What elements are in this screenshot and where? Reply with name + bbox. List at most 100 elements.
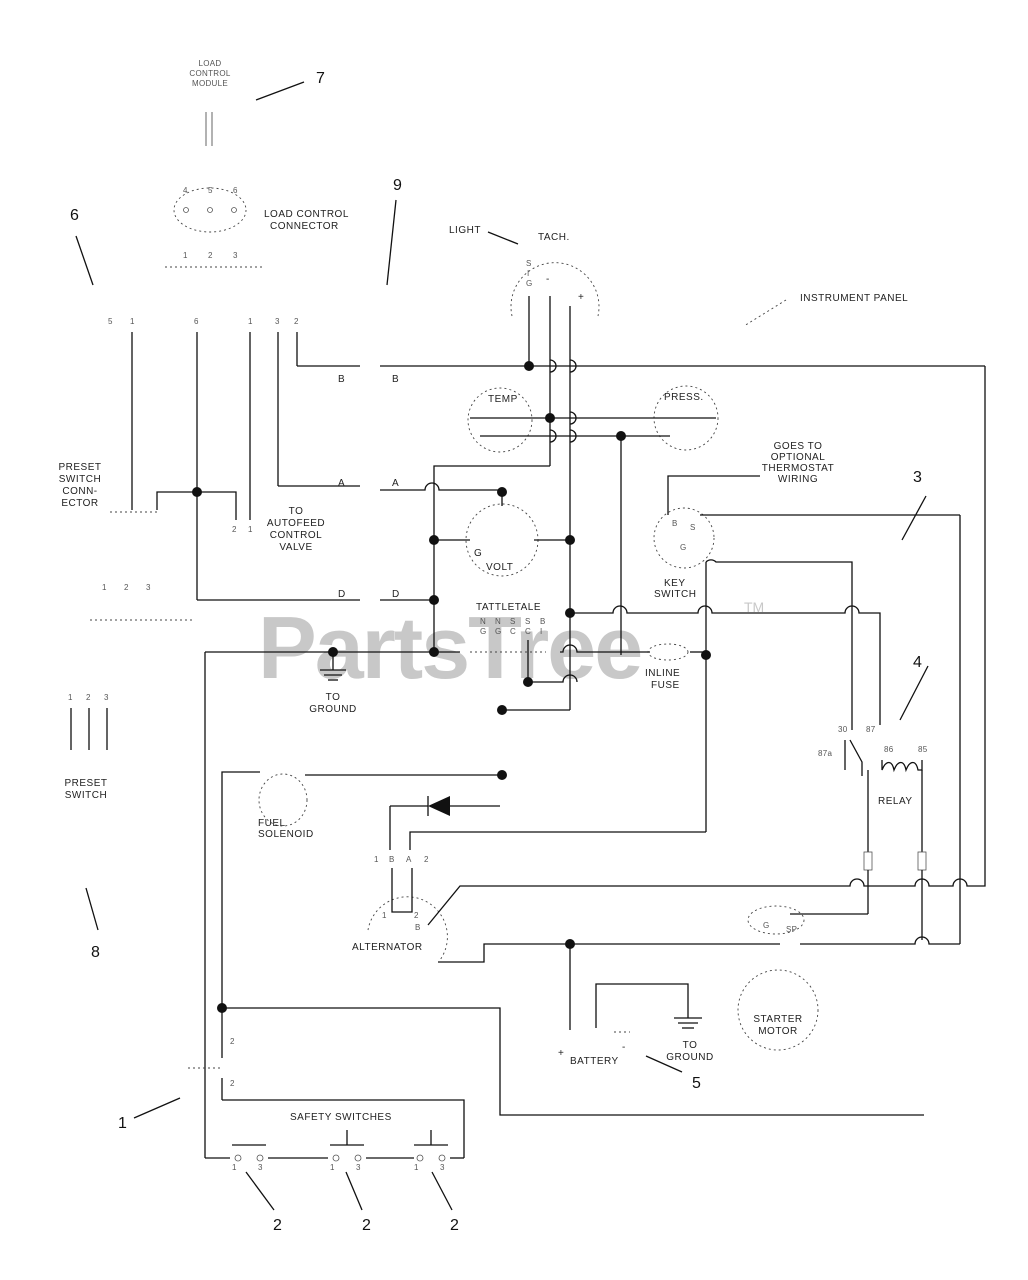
svg-text:OPTIONAL: OPTIONAL <box>771 452 826 463</box>
svg-text:1: 1 <box>68 693 73 702</box>
callout-leader-9 <box>85 887 99 931</box>
svg-text:BATTERY: BATTERY <box>570 1056 619 1067</box>
svg-text:THERMOSTAT: THERMOSTAT <box>762 463 834 474</box>
svg-text:TO: TO <box>326 692 341 703</box>
svg-text:2: 2 <box>232 525 237 534</box>
svg-text:PRESET: PRESET <box>64 778 107 789</box>
svg-text:5: 5 <box>208 186 213 195</box>
inline-fuse: INLINE FUSE <box>645 643 689 691</box>
callout-9: 8 <box>91 944 100 961</box>
callout-2b: 2 <box>362 1217 371 1234</box>
svg-text:TACH.: TACH. <box>538 232 570 243</box>
svg-text:ALTERNATOR: ALTERNATOR <box>352 942 423 953</box>
svg-text:GROUND: GROUND <box>309 704 356 715</box>
svg-text:1: 1 <box>414 1163 419 1172</box>
callout-leader-4 <box>899 665 929 721</box>
junction-dots <box>217 361 711 1013</box>
svg-text:C: C <box>510 627 516 636</box>
callout-7: 9 <box>393 177 402 194</box>
svg-text:3: 3 <box>146 583 151 592</box>
svg-text:87a: 87a <box>818 749 832 758</box>
callout-5: 5 <box>692 1075 701 1092</box>
svg-text:B: B <box>338 374 345 385</box>
callout-leader-3 <box>901 495 927 541</box>
svg-text:3: 3 <box>440 1163 445 1172</box>
svg-text:2: 2 <box>414 911 419 920</box>
svg-text:STARTER: STARTER <box>753 1014 802 1025</box>
svg-text:B: B <box>540 617 546 626</box>
thermostat-note: GOES TO OPTIONAL THERMOSTAT WIRING <box>762 441 834 485</box>
ground-symbol-battery: TO GROUND <box>666 1017 713 1063</box>
preset-switch: 1 2 3 PRESET SWITCH <box>64 693 108 801</box>
svg-text:KEY: KEY <box>664 578 686 589</box>
svg-text:RELAY: RELAY <box>878 796 913 807</box>
svg-text:VOLT: VOLT <box>486 562 513 573</box>
callout-3: 3 <box>913 469 922 486</box>
svg-text:85: 85 <box>918 745 928 754</box>
preset-switch-connector: PRESET SWITCH CONN- ECTOR 1 2 3 <box>58 462 237 621</box>
callout-2a: 2 <box>273 1217 282 1234</box>
light-label: LIGHT <box>449 225 481 236</box>
svg-text:LOAD: LOAD <box>199 59 222 68</box>
svg-text:SOLENOID: SOLENOID <box>258 829 314 840</box>
svg-text:1: 1 <box>248 317 253 326</box>
load-control-connector: 4 5 6 1 2 3 LOAD CONTROL CONNECTOR <box>165 186 349 268</box>
svg-text:1: 1 <box>330 1163 335 1172</box>
svg-text:S: S <box>526 259 532 268</box>
svg-text:2: 2 <box>230 1037 235 1046</box>
callout-leader-6 <box>75 235 94 286</box>
svg-text:4: 4 <box>183 186 188 195</box>
svg-text:G: G <box>480 627 487 636</box>
callout-6: 6 <box>70 207 79 224</box>
svg-text:N: N <box>480 617 486 626</box>
svg-text:PRESS.: PRESS. <box>664 392 704 403</box>
instrument-panel-label: INSTRUMENT PANEL <box>800 293 908 304</box>
fuel-solenoid: FUEL SOLENOID <box>258 773 314 840</box>
svg-text:PRESET: PRESET <box>58 462 101 473</box>
svg-text:G: G <box>526 279 533 288</box>
svg-text:GROUND: GROUND <box>666 1052 713 1063</box>
wire-crossovers <box>549 359 577 443</box>
temp-gauge: TEMP <box>467 387 533 453</box>
callout-1: 1 <box>118 1115 127 1132</box>
svg-text:2: 2 <box>124 583 129 592</box>
svg-text:G: G <box>680 543 687 552</box>
svg-text:D: D <box>338 589 346 600</box>
svg-text:+: + <box>558 1048 564 1059</box>
svg-text:2: 2 <box>230 1079 235 1088</box>
svg-text:-: - <box>546 274 550 285</box>
svg-text:VALVE: VALVE <box>279 542 312 553</box>
svg-text:SP: SP <box>786 925 797 934</box>
volt-gauge: VOLT G <box>465 503 539 577</box>
svg-text:CONTROL: CONTROL <box>270 530 322 541</box>
svg-text:I: I <box>540 627 543 636</box>
svg-text:TATTLETALE: TATTLETALE <box>476 602 541 613</box>
svg-text:1: 1 <box>130 317 135 326</box>
svg-text:S: S <box>510 617 516 626</box>
svg-text:B: B <box>389 855 395 864</box>
svg-text:LOAD CONTROL: LOAD CONTROL <box>264 209 349 220</box>
svg-text:6: 6 <box>233 186 238 195</box>
autofeed-control-valve: 2 1 TO AUTOFEED CONTROL VALVE <box>232 506 325 553</box>
svg-text:2: 2 <box>294 317 299 326</box>
safety-switches-label: SAFETY SWITCHES <box>290 1112 392 1123</box>
svg-text:G: G <box>763 921 770 930</box>
svg-text:87: 87 <box>866 725 876 734</box>
svg-text:C: C <box>525 627 531 636</box>
diode <box>390 796 500 816</box>
svg-text:6: 6 <box>194 317 199 326</box>
svg-text:SWITCH: SWITCH <box>654 589 696 600</box>
svg-text:S: S <box>690 523 696 532</box>
safety-switch-2: 1 3 <box>330 1130 364 1172</box>
svg-text:GOES TO: GOES TO <box>774 441 823 452</box>
svg-text:A: A <box>392 478 399 489</box>
svg-text:TEMP: TEMP <box>488 394 518 405</box>
watermark-tm: TM <box>744 599 764 615</box>
svg-text:3: 3 <box>258 1163 263 1172</box>
svg-text:INLINE: INLINE <box>645 668 680 679</box>
svg-text:S: S <box>525 617 531 626</box>
svg-text:1: 1 <box>232 1163 237 1172</box>
safety-switch-1: 1 3 <box>232 1144 266 1172</box>
svg-text:SWITCH: SWITCH <box>65 790 107 801</box>
